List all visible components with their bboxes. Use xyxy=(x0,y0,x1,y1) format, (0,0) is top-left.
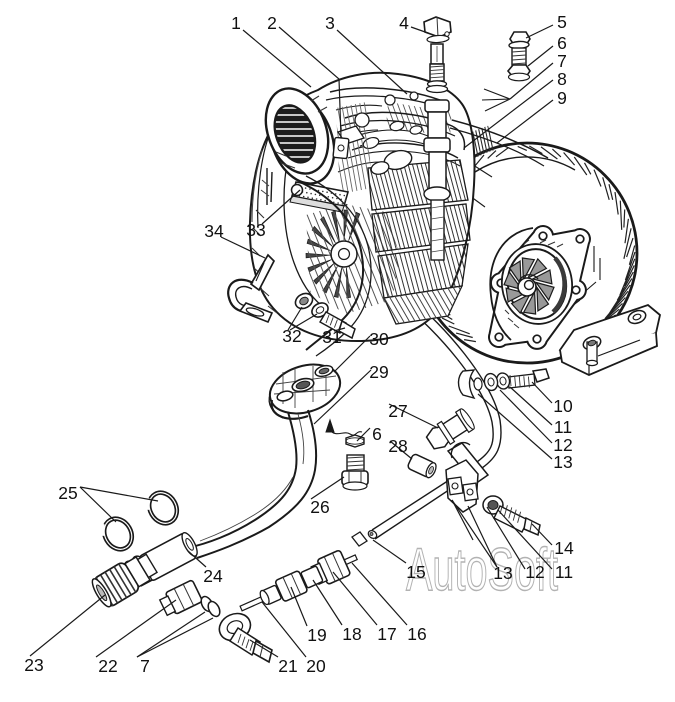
svg-text:32: 32 xyxy=(282,326,301,346)
svg-text:20: 20 xyxy=(306,656,326,676)
svg-text:17: 17 xyxy=(377,624,396,644)
svg-text:23: 23 xyxy=(24,655,43,675)
svg-text:7: 7 xyxy=(557,51,567,71)
svg-text:AutoSoft: AutoSoft xyxy=(406,536,558,603)
svg-text:28: 28 xyxy=(388,436,407,456)
svg-text:16: 16 xyxy=(407,624,426,644)
svg-text:26: 26 xyxy=(310,497,329,517)
svg-text:12: 12 xyxy=(525,562,544,582)
svg-text:15: 15 xyxy=(406,562,425,582)
svg-text:21: 21 xyxy=(278,656,297,676)
svg-text:30: 30 xyxy=(369,329,389,349)
svg-text:5: 5 xyxy=(557,12,567,32)
svg-text:11: 11 xyxy=(555,562,573,582)
svg-text:25: 25 xyxy=(58,483,77,503)
svg-text:8: 8 xyxy=(557,69,567,89)
svg-text:27: 27 xyxy=(388,401,407,421)
svg-text:24: 24 xyxy=(203,566,223,586)
svg-text:7: 7 xyxy=(140,656,150,676)
svg-text:1: 1 xyxy=(231,13,241,33)
svg-text:18: 18 xyxy=(342,624,361,644)
svg-text:9: 9 xyxy=(557,88,567,108)
svg-text:3: 3 xyxy=(325,13,335,33)
svg-text:10: 10 xyxy=(553,396,573,416)
svg-text:34: 34 xyxy=(204,221,224,241)
svg-text:4: 4 xyxy=(399,13,409,33)
svg-text:11: 11 xyxy=(554,417,572,437)
svg-text:14: 14 xyxy=(554,538,574,558)
svg-text:6: 6 xyxy=(372,424,382,444)
svg-text:33: 33 xyxy=(246,220,265,240)
svg-text:6: 6 xyxy=(557,33,567,53)
svg-text:22: 22 xyxy=(98,656,117,676)
svg-text:13: 13 xyxy=(553,452,572,472)
svg-text:2: 2 xyxy=(267,13,277,33)
svg-text:29: 29 xyxy=(369,362,388,382)
svg-text:31: 31 xyxy=(322,327,341,347)
svg-text:19: 19 xyxy=(307,625,326,645)
svg-text:13: 13 xyxy=(493,563,512,583)
svg-text:12: 12 xyxy=(553,435,572,455)
